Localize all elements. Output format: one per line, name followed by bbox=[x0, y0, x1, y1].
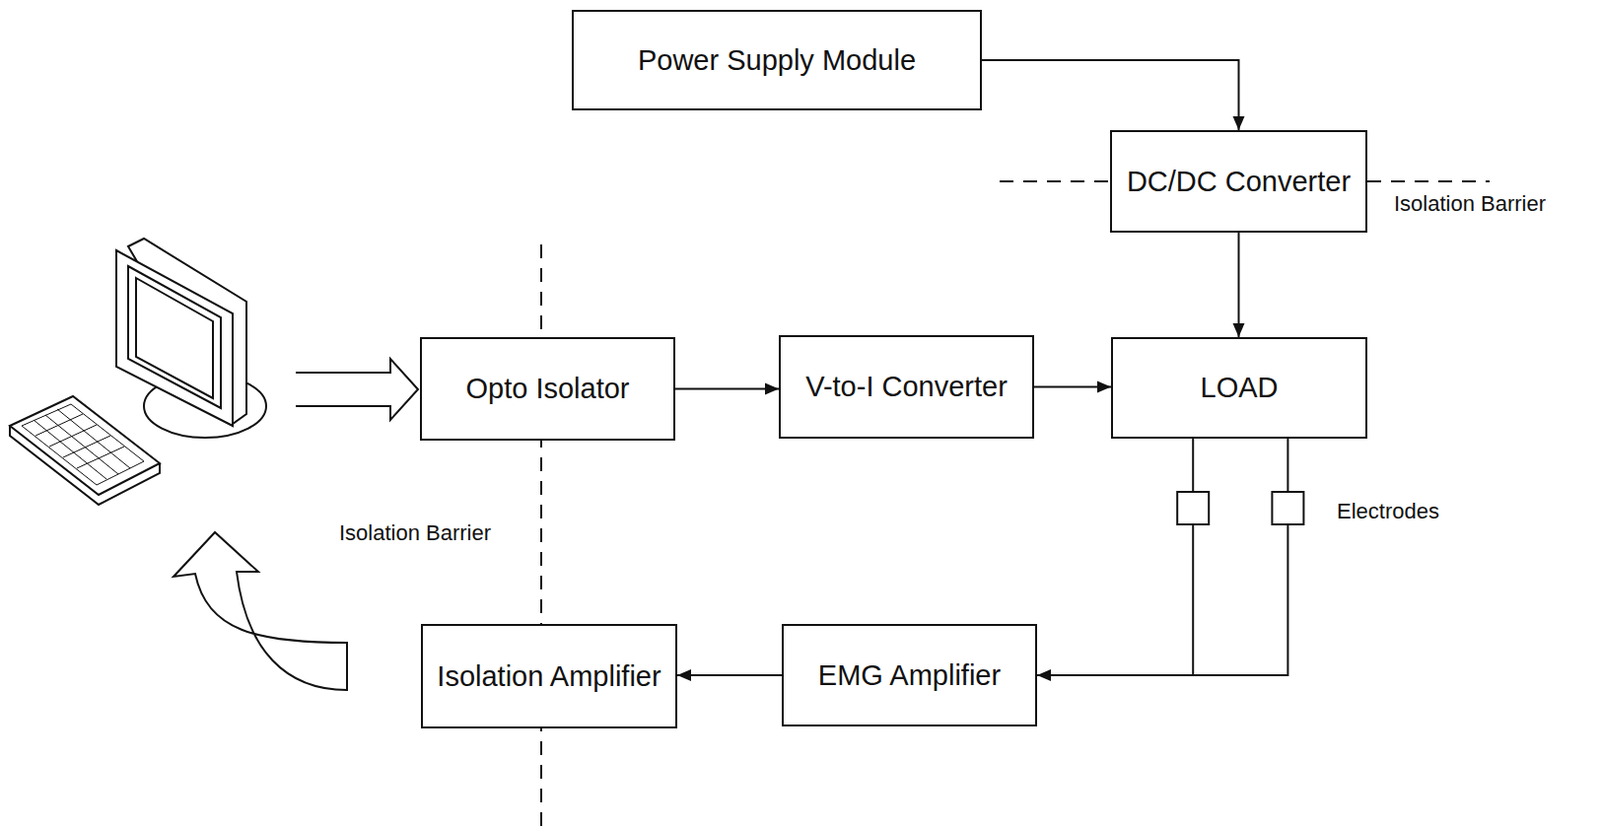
connector bbox=[1034, 381, 1112, 394]
box-label: Power Supply Module bbox=[637, 43, 916, 78]
electrode-symbol bbox=[1271, 491, 1304, 525]
connector-line bbox=[675, 388, 779, 391]
process-box: Power Supply Module bbox=[571, 9, 982, 111]
computer-icon bbox=[9, 238, 267, 505]
connector bbox=[1037, 438, 1288, 682]
barrier-line bbox=[1367, 180, 1490, 183]
electrode-wire bbox=[1191, 438, 1194, 676]
arrow-head bbox=[765, 383, 779, 396]
connector-line bbox=[1037, 438, 1288, 676]
arrow-head bbox=[1233, 323, 1246, 338]
process-box: EMG Amplifier bbox=[781, 624, 1038, 727]
box-label: V-to-I Converter bbox=[805, 369, 1008, 405]
connector bbox=[675, 383, 779, 396]
arrow-head bbox=[1037, 669, 1051, 682]
electrode-label: Electrodes bbox=[1334, 498, 1442, 525]
process-box: DC/DC Converter bbox=[1110, 130, 1368, 233]
connector-line bbox=[1238, 232, 1241, 338]
box-label: LOAD bbox=[1200, 370, 1279, 406]
connector bbox=[677, 669, 782, 682]
arrow-head bbox=[1233, 116, 1246, 131]
process-box: Isolation Amplifier bbox=[420, 624, 678, 729]
connector bbox=[981, 60, 1246, 131]
box-label: EMG Amplifier bbox=[818, 658, 1001, 694]
process-box: LOAD bbox=[1111, 337, 1368, 439]
electrode-symbol bbox=[1177, 491, 1209, 525]
barrier-line bbox=[540, 244, 543, 828]
arrow-head bbox=[1097, 381, 1112, 394]
box-label: Opto Isolator bbox=[465, 371, 629, 407]
barrier-line bbox=[999, 180, 1111, 183]
hollow-arrow bbox=[295, 358, 418, 420]
box-label: Isolation Amplifier bbox=[436, 659, 661, 695]
connector bbox=[1233, 232, 1246, 338]
process-box: Opto Isolator bbox=[419, 337, 676, 441]
barrier-label: Isolation Barrier bbox=[1391, 191, 1548, 217]
process-box: V-to-I Converter bbox=[778, 335, 1035, 439]
connector-line bbox=[981, 60, 1240, 131]
connector-line bbox=[677, 674, 782, 677]
hollow-arrow bbox=[173, 532, 348, 691]
arrow-head bbox=[677, 669, 692, 682]
barrier-label: Isolation Barrier bbox=[337, 520, 493, 547]
box-label: DC/DC Converter bbox=[1126, 164, 1351, 200]
